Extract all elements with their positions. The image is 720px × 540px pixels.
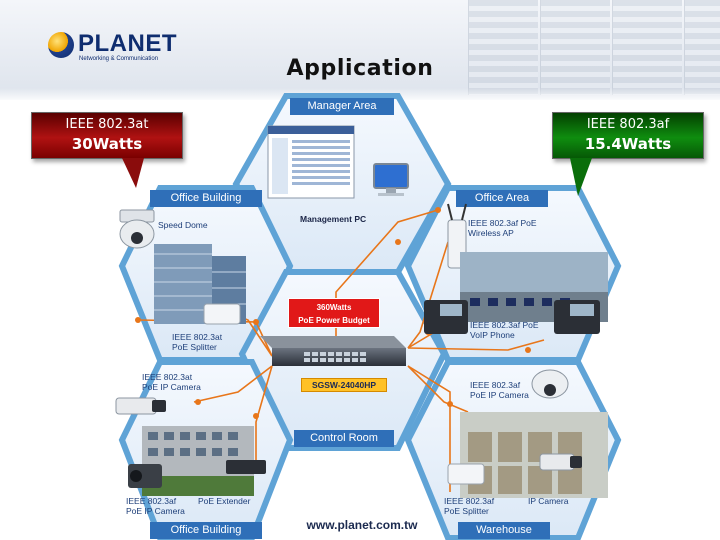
voip-phone-label: IEEE 802.3af PoE VoIP Phone [470, 320, 539, 340]
callout-8023at-tail [122, 158, 144, 188]
planet-logo: PLANET Networking & Communication [48, 30, 178, 70]
server-rack-graphic [468, 0, 538, 95]
box-camera-icon [128, 464, 162, 488]
logo-wordmark: PLANET [78, 30, 177, 57]
area-control-room-label: Control Room [310, 432, 378, 444]
callout-8023af-standard: IEEE 802.3af [586, 117, 670, 132]
phone-icon [554, 300, 600, 334]
poe-extender-icon [226, 460, 266, 474]
banner-control-room [294, 430, 394, 447]
poe-splitter-af-label: IEEE 802.3af PoE Splitter [444, 496, 495, 516]
monitor-icon [373, 163, 409, 196]
ip-camera-af-bottom-label: IEEE 802.3af PoE IP Camera [126, 496, 185, 516]
server-rack-graphic [612, 0, 682, 95]
header-band [0, 0, 720, 100]
callout-8023at: IEEE 802.3at 30Watts [31, 112, 183, 159]
logo-tagline: Networking & Communication [79, 56, 159, 62]
callout-8023at-watts: 30Watts [71, 135, 143, 153]
management-software-screen [267, 125, 355, 199]
switch-icon [260, 336, 406, 366]
area-office-area-label: Office Area [474, 192, 530, 204]
area-office-building-bottom-label: Office Building [170, 524, 242, 536]
banner-manager-area [290, 98, 394, 115]
phone-icon [424, 300, 468, 334]
banner-office-building-bottom [150, 522, 262, 539]
callout-8023af-watts: 15.4Watts [584, 135, 672, 153]
banner-warehouse [458, 522, 550, 539]
slide-title: Application [286, 56, 434, 81]
area-manager-label: Manager Area [307, 100, 377, 112]
planet-globe-icon [48, 32, 74, 58]
area-warehouse-label: Warehouse [476, 524, 532, 536]
ip-camera-label: IP Camera [528, 496, 569, 506]
wireless-ap-label: IEEE 802.3af PoE Wireless AP [468, 218, 537, 238]
banner-office-area [456, 190, 548, 207]
bullet-camera-icon [115, 397, 166, 415]
switch-model-badge: SGSW-24040HP [301, 378, 387, 392]
speed-dome-label: Speed Dome [158, 220, 208, 230]
callout-8023at-standard: IEEE 802.3at [65, 117, 149, 132]
camera-icon [539, 453, 582, 471]
dome-camera-icon [531, 369, 569, 399]
poe-power-budget-badge: 360Watts PoE Power Budget [288, 298, 380, 328]
server-rack-graphic [540, 0, 610, 95]
warehouse-photo [460, 412, 608, 498]
hexagon-network-graphic [115, 93, 622, 540]
banner-office-building-top [150, 190, 262, 207]
application-diagram: Manager Area Office Building Office Area… [108, 92, 628, 540]
callout-8023af: IEEE 802.3af 15.4Watts [552, 112, 704, 159]
poe-splitter-icon [447, 463, 485, 485]
management-pc-label: Management PC [300, 214, 367, 224]
ip-camera-at-label: IEEE 802.3at PoE IP Camera [142, 372, 201, 392]
office-room-photo [460, 252, 608, 322]
website-url: www.planet.com.tw [306, 518, 418, 532]
area-office-building-top-label: Office Building [170, 192, 242, 204]
poe-splitter-icon [203, 303, 241, 325]
poe-extender-label: PoE Extender [198, 496, 251, 506]
ip-camera-af-right-label: IEEE 802.3af PoE IP Camera [470, 380, 529, 400]
callout-8023af-tail [570, 158, 592, 196]
speed-dome-camera-icon [119, 209, 155, 249]
poe-splitter-at-label: IEEE 802.3at PoE Splitter [172, 332, 223, 352]
server-rack-graphic [684, 0, 720, 95]
